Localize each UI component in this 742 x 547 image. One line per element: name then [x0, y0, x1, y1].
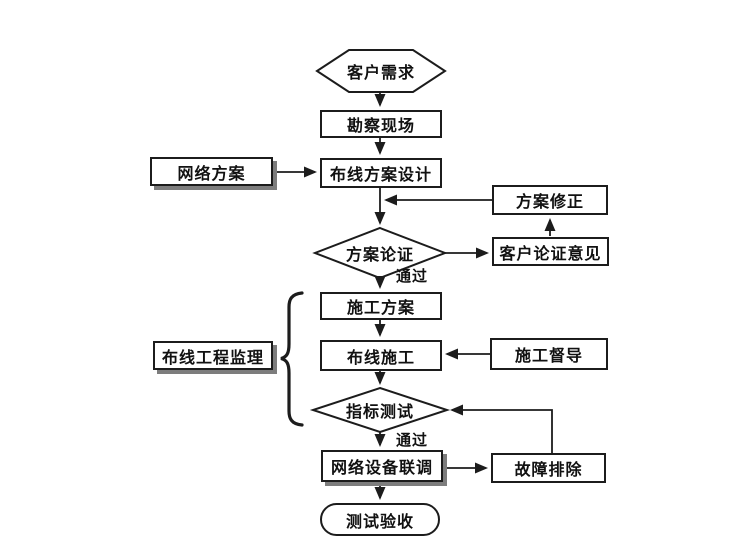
connector-lines [274, 92, 556, 500]
edge-troubleshoot-indextest [450, 404, 553, 453]
node-troubleshooting: 故障排除 [491, 453, 606, 483]
diamond-index-test [309, 386, 451, 434]
node-construction-supervision: 施工督导 [490, 338, 608, 370]
node-wiring-design: 布线方案设计 [320, 158, 442, 188]
node-wiring-construction: 布线施工 [320, 340, 442, 371]
node-test-acceptance: 测试验收 [320, 503, 440, 536]
node-customer-opinion: 客户论证意见 [492, 237, 609, 266]
diamond-plan-review [312, 226, 448, 280]
node-project-supervision: 布线工程监理 [153, 341, 273, 370]
supervision-brace [280, 291, 304, 427]
node-site-survey: 勘察现场 [320, 110, 442, 138]
node-construction-plan: 施工方案 [320, 292, 442, 320]
node-network-plan: 网络方案 [150, 157, 273, 186]
hexagon-customer-demand [315, 49, 447, 93]
node-equipment-debug: 网络设备联调 [321, 450, 443, 482]
node-plan-revision: 方案修正 [492, 185, 608, 215]
